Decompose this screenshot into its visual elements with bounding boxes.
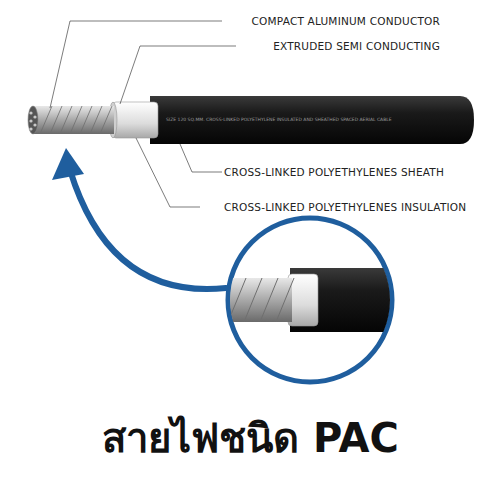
title: สายไฟชนิด PAC [0, 412, 501, 464]
part-label: EXTRUDED SEMI CONDUCTING [273, 40, 440, 52]
part-label: COMPACT ALUMINUM CONDUCTOR [252, 15, 440, 27]
part-label: CROSS-LINKED POLYETHYLENES INSULATION [224, 201, 466, 213]
cable-marking: SIZE 120 SQ.MM. CROSS-LINKED POLYETHYLEN… [166, 117, 392, 123]
part-label: CROSS-LINKED POLYETHYLENES SHEATH [224, 166, 444, 178]
